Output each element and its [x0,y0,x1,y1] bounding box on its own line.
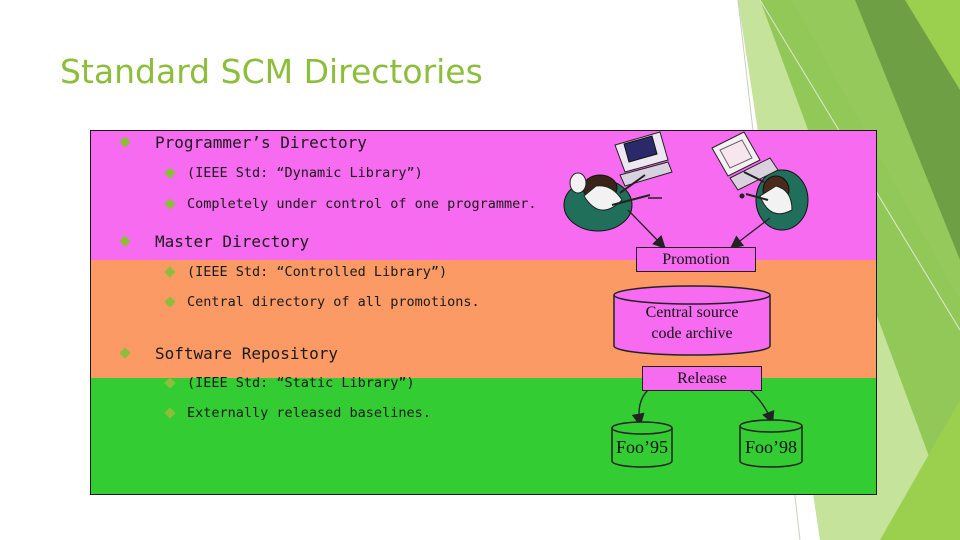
section-label: Master Directory [155,232,310,251]
software-repository-heading: Software Repository [119,344,339,363]
release-label: Release [677,369,727,387]
section-label: Programmer’s Directory [155,133,367,152]
master-directory-heading: Master Directory [119,232,310,251]
bullet-item: Externally released baselines. [164,405,431,421]
archive-label-line: Central source [645,304,739,321]
programmer-workstation-left-icon [563,131,673,232]
bullet-item: Completely under control of one programm… [164,196,537,212]
bullet-item: (IEEE Std: “Static Library”) [164,375,415,391]
bullet-item: (IEEE Std: “Controlled Library”) [164,264,448,280]
bullet-text: (IEEE Std: “Static Library”) [187,375,415,391]
programmer-workstation-right-icon [711,131,809,231]
programmer-directory-heading: Programmer’s Directory [119,133,367,152]
promotion-box: Promotion [636,247,756,272]
page-title: Standard SCM Directories [60,52,483,91]
foo98-archive-cylinder-icon [739,419,803,468]
bullet-text: Externally released baselines. [187,405,431,421]
archive-label-line: code archive [651,325,733,342]
section-label: Software Repository [155,344,339,363]
bullet-item: Central directory of all promotions. [164,294,480,310]
bullet-text: (IEEE Std: “Controlled Library”) [187,264,448,280]
central-archive-cylinder-icon [613,285,771,356]
central-archive-label: Central source code archive [614,302,770,344]
bullet-text: Completely under control of one programm… [187,196,537,212]
bullet-text: (IEEE Std: “Dynamic Library”) [187,165,423,181]
promotion-label: Promotion [662,250,730,268]
release-box: Release [642,366,762,391]
foo95-archive-cylinder-icon [611,421,673,468]
foo95-label: Foo’95 [615,437,668,457]
bullet-text: Central directory of all promotions. [187,294,480,310]
foo98-label: Foo’98 [744,437,797,457]
bullet-item: (IEEE Std: “Dynamic Library”) [164,165,423,181]
